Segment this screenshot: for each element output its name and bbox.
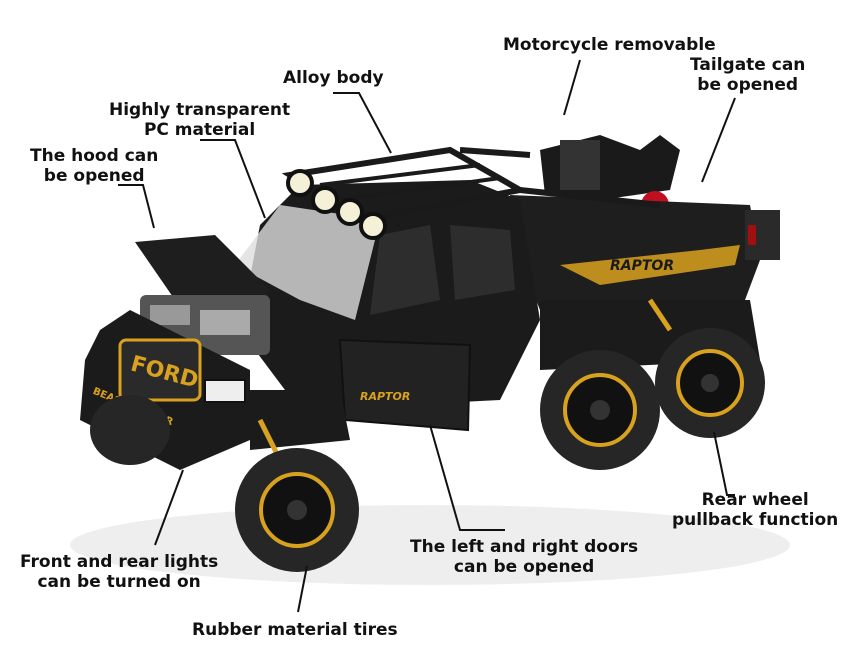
roof-lights <box>286 169 387 240</box>
light-icon <box>336 198 364 226</box>
tail-light-icon <box>748 225 756 245</box>
side-window <box>370 225 440 315</box>
callout-rear-wheel: Rear wheel pullback function <box>672 490 839 530</box>
callout-pc: Highly transparent PC material <box>109 100 291 140</box>
front-left-wheel <box>90 395 170 465</box>
rear-wheel-line <box>713 431 735 496</box>
rear-window <box>450 225 515 300</box>
front-fender <box>250 390 350 450</box>
callout-tailgate: Tailgate can be opened <box>690 55 806 95</box>
bed-raptor-text: RAPTOR <box>610 258 674 274</box>
pc-line <box>200 139 266 219</box>
doors-line <box>429 424 505 531</box>
middle-wheel <box>540 350 660 470</box>
callout-tires: Rubber material tires <box>192 620 398 640</box>
tailgate-line <box>701 97 736 183</box>
front-wheel <box>235 448 359 572</box>
windshield <box>235 205 380 320</box>
light-icon <box>286 169 314 197</box>
headlight-icon <box>204 379 246 403</box>
motorcycle-line <box>563 59 581 116</box>
callout-motorcycle: Motorcycle removable <box>503 35 716 55</box>
hood-line <box>118 184 155 229</box>
rear-wheel <box>655 328 765 438</box>
callout-lines <box>118 59 736 613</box>
tires-line <box>297 565 308 613</box>
callout-alloy: Alloy body <box>283 68 384 88</box>
alloy-line <box>333 92 392 154</box>
open-door <box>338 338 472 432</box>
callout-lights: Front and rear lights can be turned on <box>20 552 219 592</box>
truck-bed <box>510 195 760 310</box>
callout-doors: The left and right doors can be opened <box>410 537 639 577</box>
lights-line <box>154 469 184 546</box>
spring <box>647 298 673 332</box>
light-icon <box>359 212 387 240</box>
callout-hood: The hood can be opened <box>30 146 159 186</box>
door-raptor-text: RAPTOR <box>360 390 410 403</box>
grille <box>118 338 202 402</box>
light-icon <box>311 186 339 214</box>
bed-graphic <box>560 245 740 285</box>
